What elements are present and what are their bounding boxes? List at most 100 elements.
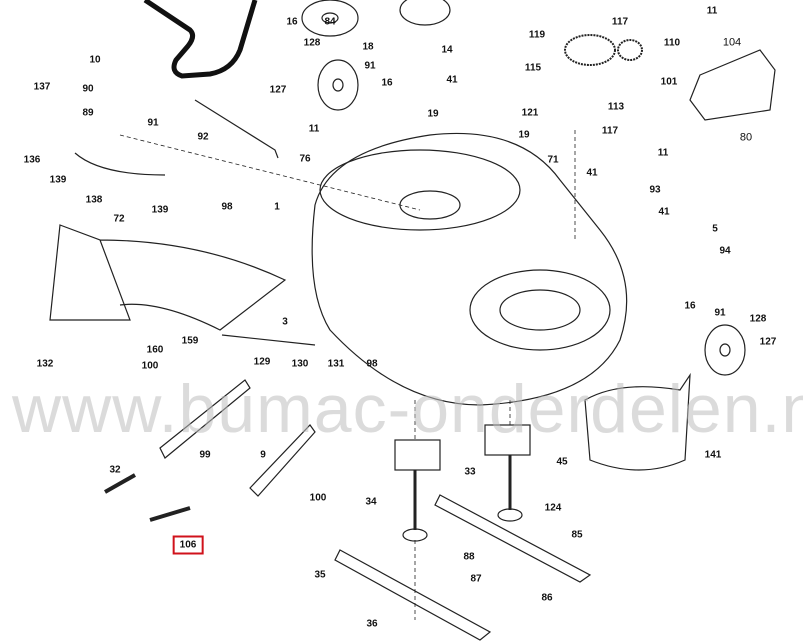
rod-129: [221, 334, 316, 346]
part-label[interactable]: 131: [327, 358, 345, 370]
highlighted-part-label[interactable]: 106: [172, 535, 204, 555]
part-label[interactable]: 92: [197, 131, 209, 143]
rod-92: [194, 99, 279, 159]
arm-9: [249, 424, 316, 497]
part-label[interactable]: 71: [547, 154, 559, 166]
part-label[interactable]: 137: [33, 81, 51, 93]
part-label[interactable]: 129: [253, 356, 271, 368]
part-label[interactable]: 19: [518, 129, 530, 141]
part-label[interactable]: 141: [704, 449, 722, 461]
assembly-lines: [119, 130, 576, 620]
part-label[interactable]: 101: [660, 76, 678, 88]
part-label[interactable]: 88: [463, 551, 475, 563]
part-label[interactable]: 160: [146, 344, 164, 356]
deflector-141: [584, 372, 691, 471]
part-label[interactable]: 85: [571, 529, 583, 541]
part-label[interactable]: 11: [706, 5, 718, 17]
part-label[interactable]: 132: [36, 358, 54, 370]
part-label[interactable]: 110: [663, 37, 681, 49]
spindle-33: [394, 439, 441, 471]
part-label[interactable]: 86: [541, 592, 553, 604]
part-label[interactable]: 89: [82, 107, 94, 119]
part-label[interactable]: 41: [658, 206, 670, 218]
part-label[interactable]: 18: [362, 41, 374, 53]
part-label[interactable]: 16: [684, 300, 696, 312]
belt-cover: [689, 49, 776, 121]
part-label[interactable]: 91: [147, 117, 159, 129]
part-label[interactable]: 119: [528, 29, 546, 41]
part-label[interactable]: 10: [89, 54, 101, 66]
part-label[interactable]: 99: [199, 449, 211, 461]
spindle-45-collar: [497, 508, 523, 522]
part-label[interactable]: 84: [324, 16, 336, 28]
part-label[interactable]: 117: [611, 16, 629, 28]
part-label[interactable]: 11: [657, 147, 669, 159]
part-label[interactable]: 36: [366, 618, 378, 630]
wheel: [317, 59, 359, 111]
part-label[interactable]: 14: [441, 44, 453, 56]
deck-chamber-left: [319, 149, 521, 231]
part-label[interactable]: 90: [82, 83, 94, 95]
deck-chamber-right-inner: [499, 289, 581, 331]
part-label[interactable]: 128: [303, 37, 321, 49]
part-label[interactable]: 5: [712, 223, 718, 235]
part-label[interactable]: 136: [23, 154, 41, 166]
part-label[interactable]: 121: [521, 107, 539, 119]
part-label[interactable]: 117: [601, 125, 619, 137]
part-label[interactable]: 41: [586, 167, 598, 179]
part-label[interactable]: 115: [524, 62, 542, 74]
part-label[interactable]: 19: [427, 108, 439, 120]
part-label[interactable]: 124: [544, 502, 562, 514]
part-label[interactable]: 128: [749, 313, 767, 325]
part-label[interactable]: 139: [151, 204, 169, 216]
part-label[interactable]: 45: [556, 456, 568, 468]
part-label[interactable]: 32: [109, 464, 121, 476]
gear: [564, 34, 616, 66]
deck-chamber-right: [469, 269, 611, 351]
part-label[interactable]: 139: [49, 174, 67, 186]
blade-85: [434, 494, 592, 583]
part-label[interactable]: 98: [366, 358, 378, 370]
part-label[interactable]: 9: [260, 449, 266, 461]
hose-138: [74, 152, 166, 176]
mower-deck: [311, 132, 628, 406]
part-label[interactable]: 159: [181, 335, 199, 347]
part-label[interactable]: 80: [739, 131, 753, 144]
pulley: [399, 0, 451, 26]
watermark: www.bumac-onderdelen.nl: [12, 371, 803, 447]
discharge-chute: [49, 224, 287, 331]
drive-belt: [143, 0, 258, 79]
part-label[interactable]: 3: [282, 316, 288, 328]
part-label[interactable]: 91: [714, 307, 726, 319]
part-label[interactable]: 72: [113, 213, 125, 225]
part-label[interactable]: 127: [269, 84, 287, 96]
pulley: [301, 0, 359, 37]
part-label[interactable]: 98: [221, 201, 233, 213]
part-label[interactable]: 33: [464, 466, 476, 478]
part-label[interactable]: 130: [291, 358, 309, 370]
part-label[interactable]: 76: [299, 153, 311, 165]
part-label[interactable]: 104: [722, 36, 742, 49]
part-label[interactable]: 138: [85, 194, 103, 206]
part-label[interactable]: 35: [314, 569, 326, 581]
part-label[interactable]: 127: [759, 336, 777, 348]
wheel: [704, 324, 746, 376]
part-label[interactable]: 100: [309, 492, 327, 504]
part-label[interactable]: 11: [308, 123, 320, 135]
part-label[interactable]: 34: [365, 496, 377, 508]
part-label[interactable]: 94: [719, 245, 731, 257]
spindle-45: [484, 424, 531, 456]
part-label[interactable]: 91: [364, 60, 376, 72]
part-label[interactable]: 1: [274, 201, 280, 213]
arm-99: [159, 379, 251, 459]
part-label[interactable]: 93: [649, 184, 661, 196]
gear: [617, 39, 643, 61]
part-label[interactable]: 100: [141, 360, 159, 372]
part-label[interactable]: 113: [607, 101, 625, 113]
part-label[interactable]: 41: [446, 74, 458, 86]
part-label[interactable]: 87: [470, 573, 482, 585]
part-label[interactable]: 16: [286, 16, 298, 28]
part-label[interactable]: 16: [381, 77, 393, 89]
wheel-hub: [719, 343, 731, 357]
